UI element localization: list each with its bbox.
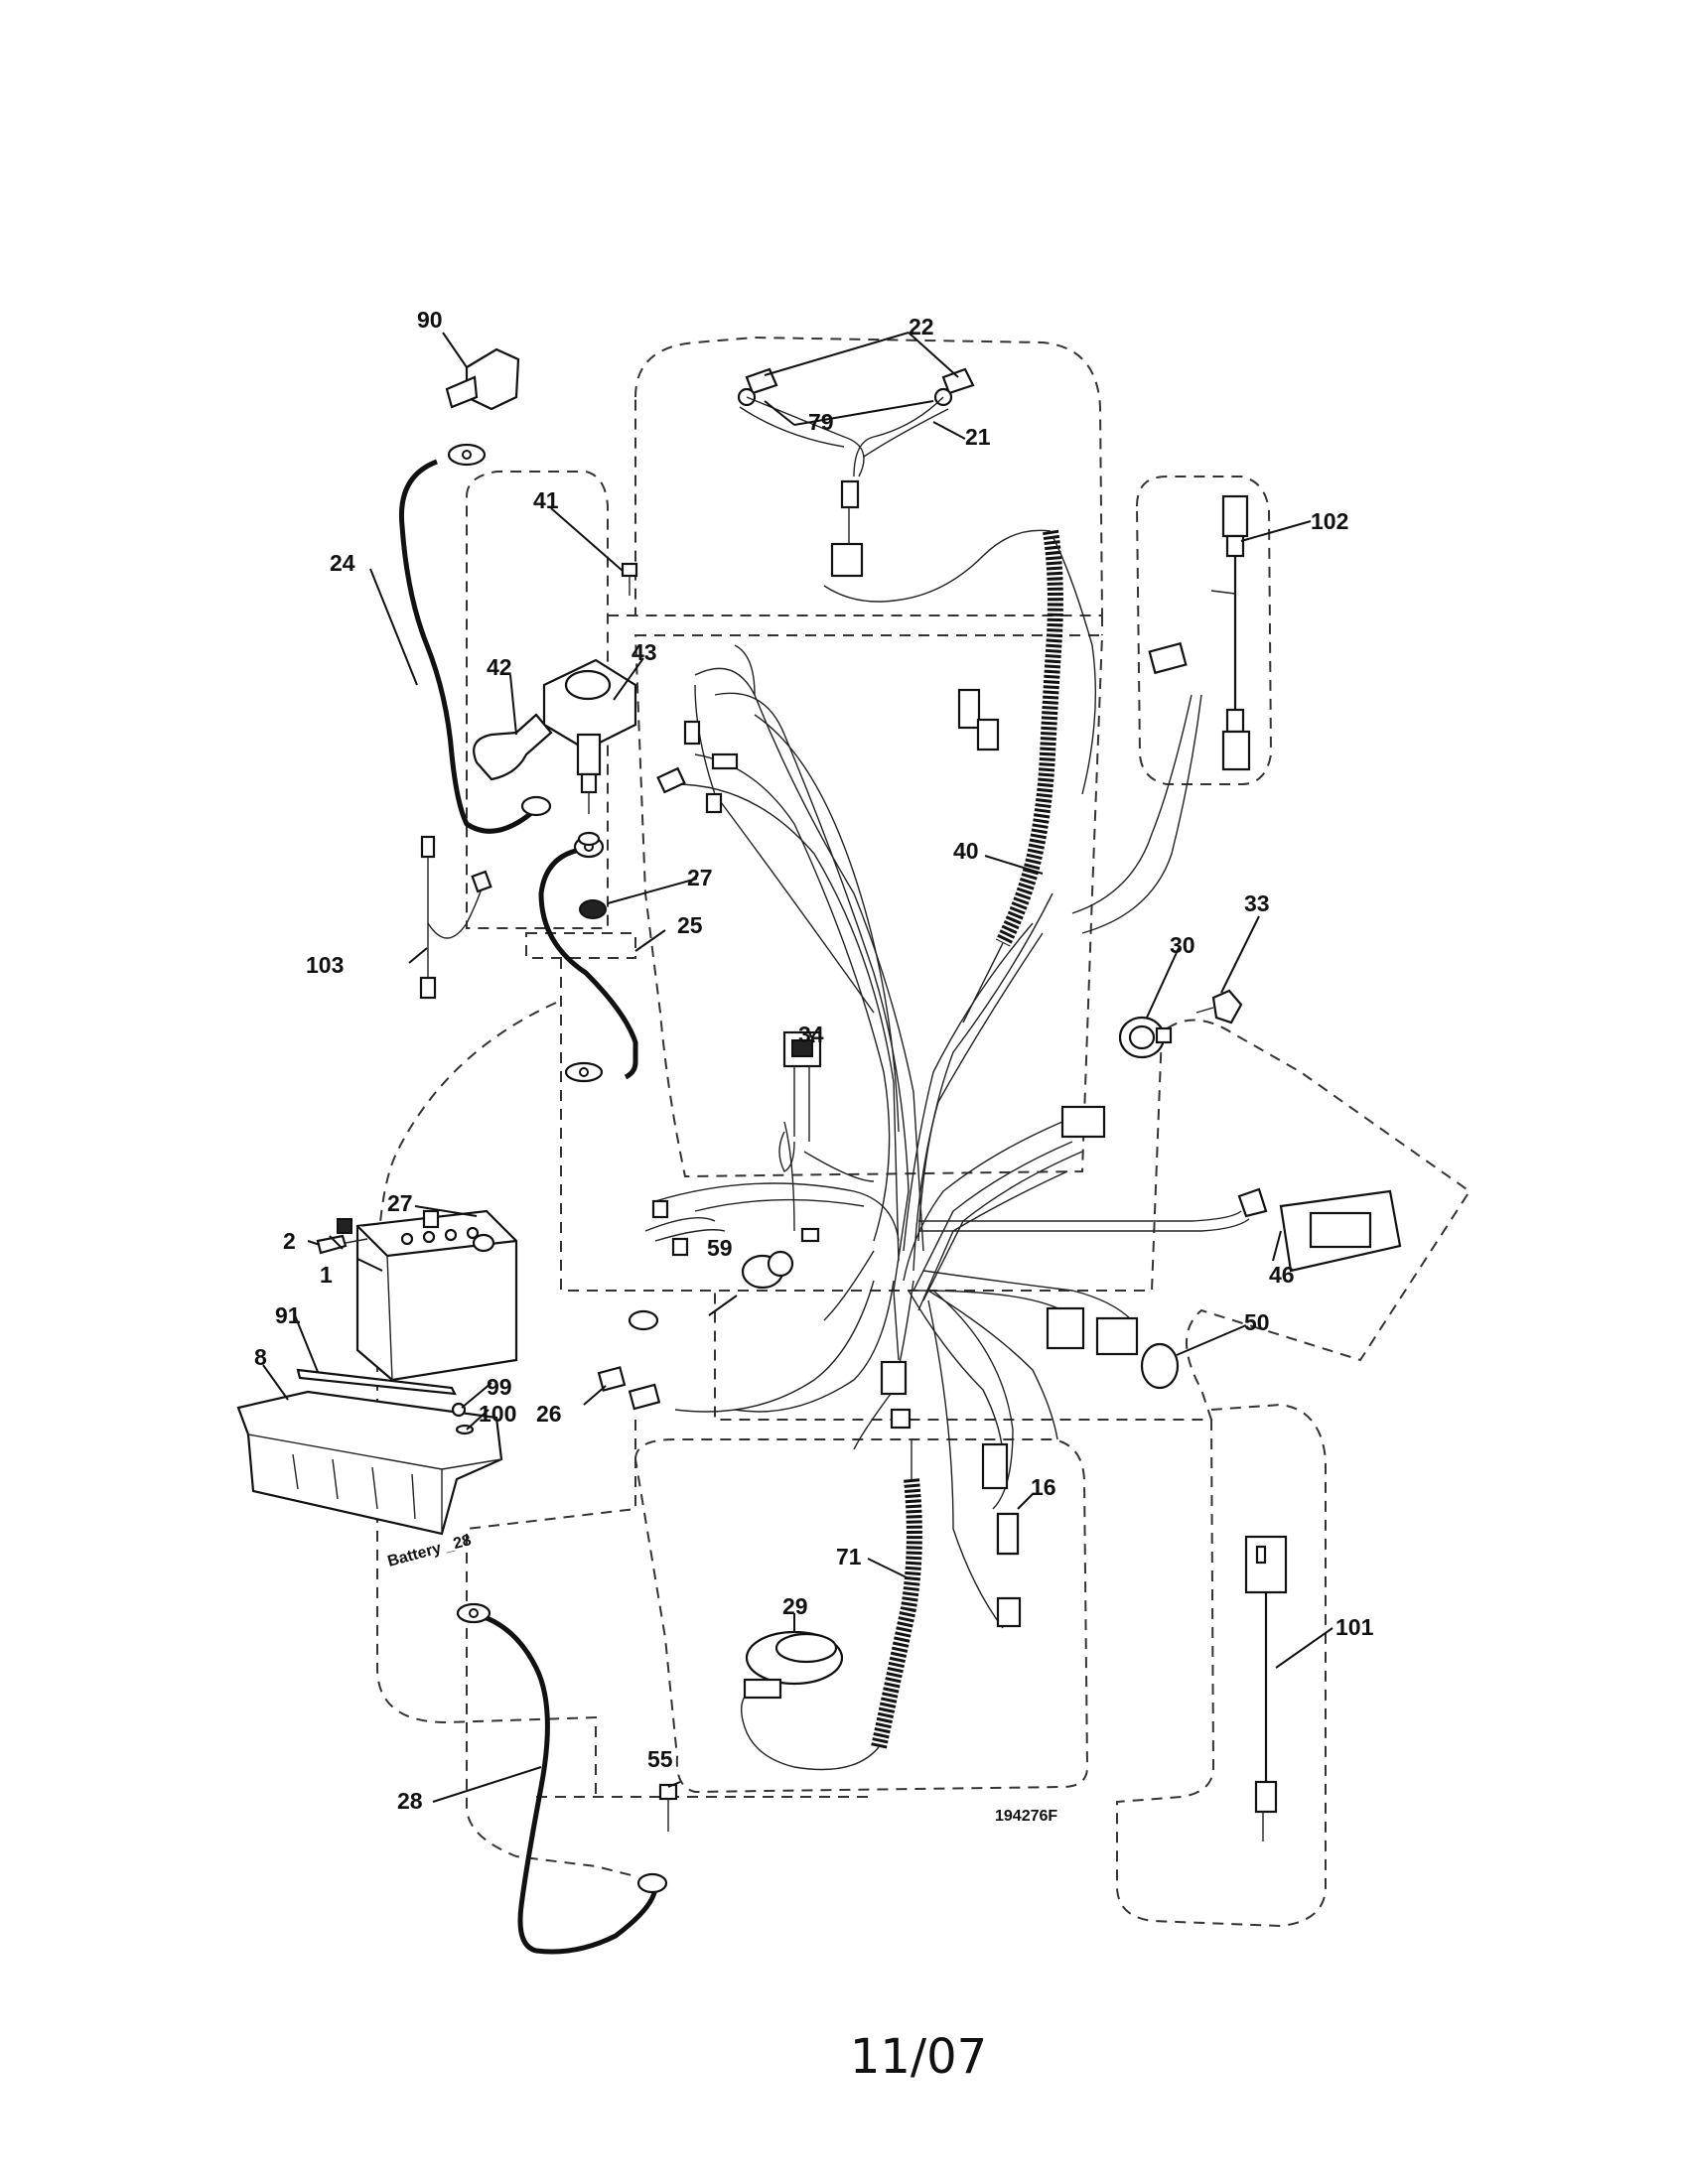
part-46-light-assembly (1237, 1187, 1402, 1273)
callout-2: 2 (283, 1228, 296, 1254)
footer-date: 11/07 (850, 2029, 987, 2085)
part-50-switch (1046, 1306, 1180, 1390)
callout-1: 1 (320, 1262, 333, 1288)
chassis-outline (376, 336, 1472, 1928)
part-59-button (741, 1227, 820, 1290)
part-8-tray (236, 1390, 503, 1536)
cable-28 (456, 1602, 668, 1955)
part-connector-block (957, 641, 1188, 751)
part-plug-connector (1060, 1105, 1106, 1139)
callout-27b: 27 (387, 1190, 413, 1216)
callout-30: 30 (1170, 932, 1195, 958)
part-55-bolt (658, 1783, 678, 1832)
part-91-hold-down (296, 1368, 457, 1396)
callout-41: 41 (533, 487, 559, 513)
callout-16: 16 (1031, 1474, 1056, 1500)
callout-103: 103 (306, 952, 344, 978)
part-90-cap (445, 347, 520, 411)
battery-tray-label: Battery _28 (386, 1532, 474, 1570)
part-43-solenoid (542, 658, 637, 847)
callout-28: 28 (397, 1788, 423, 1814)
part-26-fuse (597, 1366, 661, 1411)
callout-71: 71 (836, 1544, 862, 1570)
callout-40: 40 (953, 838, 979, 864)
callout-90: 90 (417, 307, 443, 333)
callout-50: 50 (1244, 1309, 1270, 1335)
callout-101: 101 (1335, 1614, 1374, 1640)
part-small-connectors (880, 1360, 1022, 1628)
callout-42: 42 (487, 654, 512, 680)
conduit-40 (823, 529, 1097, 1024)
callout-33: 33 (1244, 890, 1270, 916)
callout-43: 43 (632, 639, 657, 665)
part-2-bolt (316, 1234, 368, 1255)
drawing-number: 194276F (995, 1808, 1057, 1825)
callout-25: 25 (677, 912, 703, 938)
callout-8: 8 (254, 1344, 267, 1370)
callout-100: 100 (479, 1401, 516, 1427)
part-29-dome (743, 1630, 844, 1700)
callout-79: 79 (808, 409, 834, 435)
part-34-switch (782, 1030, 822, 1142)
part-1-battery (337, 1209, 518, 1382)
callout-21: 21 (965, 424, 991, 450)
part-101-harness (1244, 1535, 1288, 1842)
callout-99: 99 (487, 1374, 512, 1400)
callout-59: 59 (707, 1235, 733, 1261)
callout-labels: 90 22 79 21 102 41 24 43 42 40 27 25 103… (254, 307, 1374, 2085)
part-30-ignition (1118, 1016, 1173, 1059)
callout-102: 102 (1311, 508, 1348, 534)
main-harness-wires (644, 644, 1250, 1629)
conduit-71 (741, 1439, 922, 1771)
part-102-connector (1210, 494, 1251, 771)
leader-lines (262, 332, 1333, 1803)
part-103-harness (419, 835, 492, 1000)
callout-26: 26 (536, 1401, 562, 1427)
part-27-washer (579, 899, 607, 919)
callout-22: 22 (909, 314, 934, 340)
part-16-connector (996, 1512, 1020, 1556)
part-42-boot (473, 713, 553, 781)
callout-91: 91 (275, 1302, 301, 1328)
callout-29: 29 (782, 1593, 808, 1619)
part-headlight-harness (737, 367, 975, 578)
part-33-key (1195, 989, 1243, 1024)
callout-34: 34 (798, 1022, 824, 1047)
part-41-bolt (621, 562, 638, 596)
cable-24 (398, 443, 552, 834)
callout-27a: 27 (687, 865, 713, 890)
callout-55: 55 (647, 1746, 673, 1772)
callout-46: 46 (1269, 1262, 1295, 1288)
cable-25 (538, 835, 638, 1083)
part-terminal-clips (628, 720, 739, 1331)
callout-24: 24 (330, 550, 355, 576)
